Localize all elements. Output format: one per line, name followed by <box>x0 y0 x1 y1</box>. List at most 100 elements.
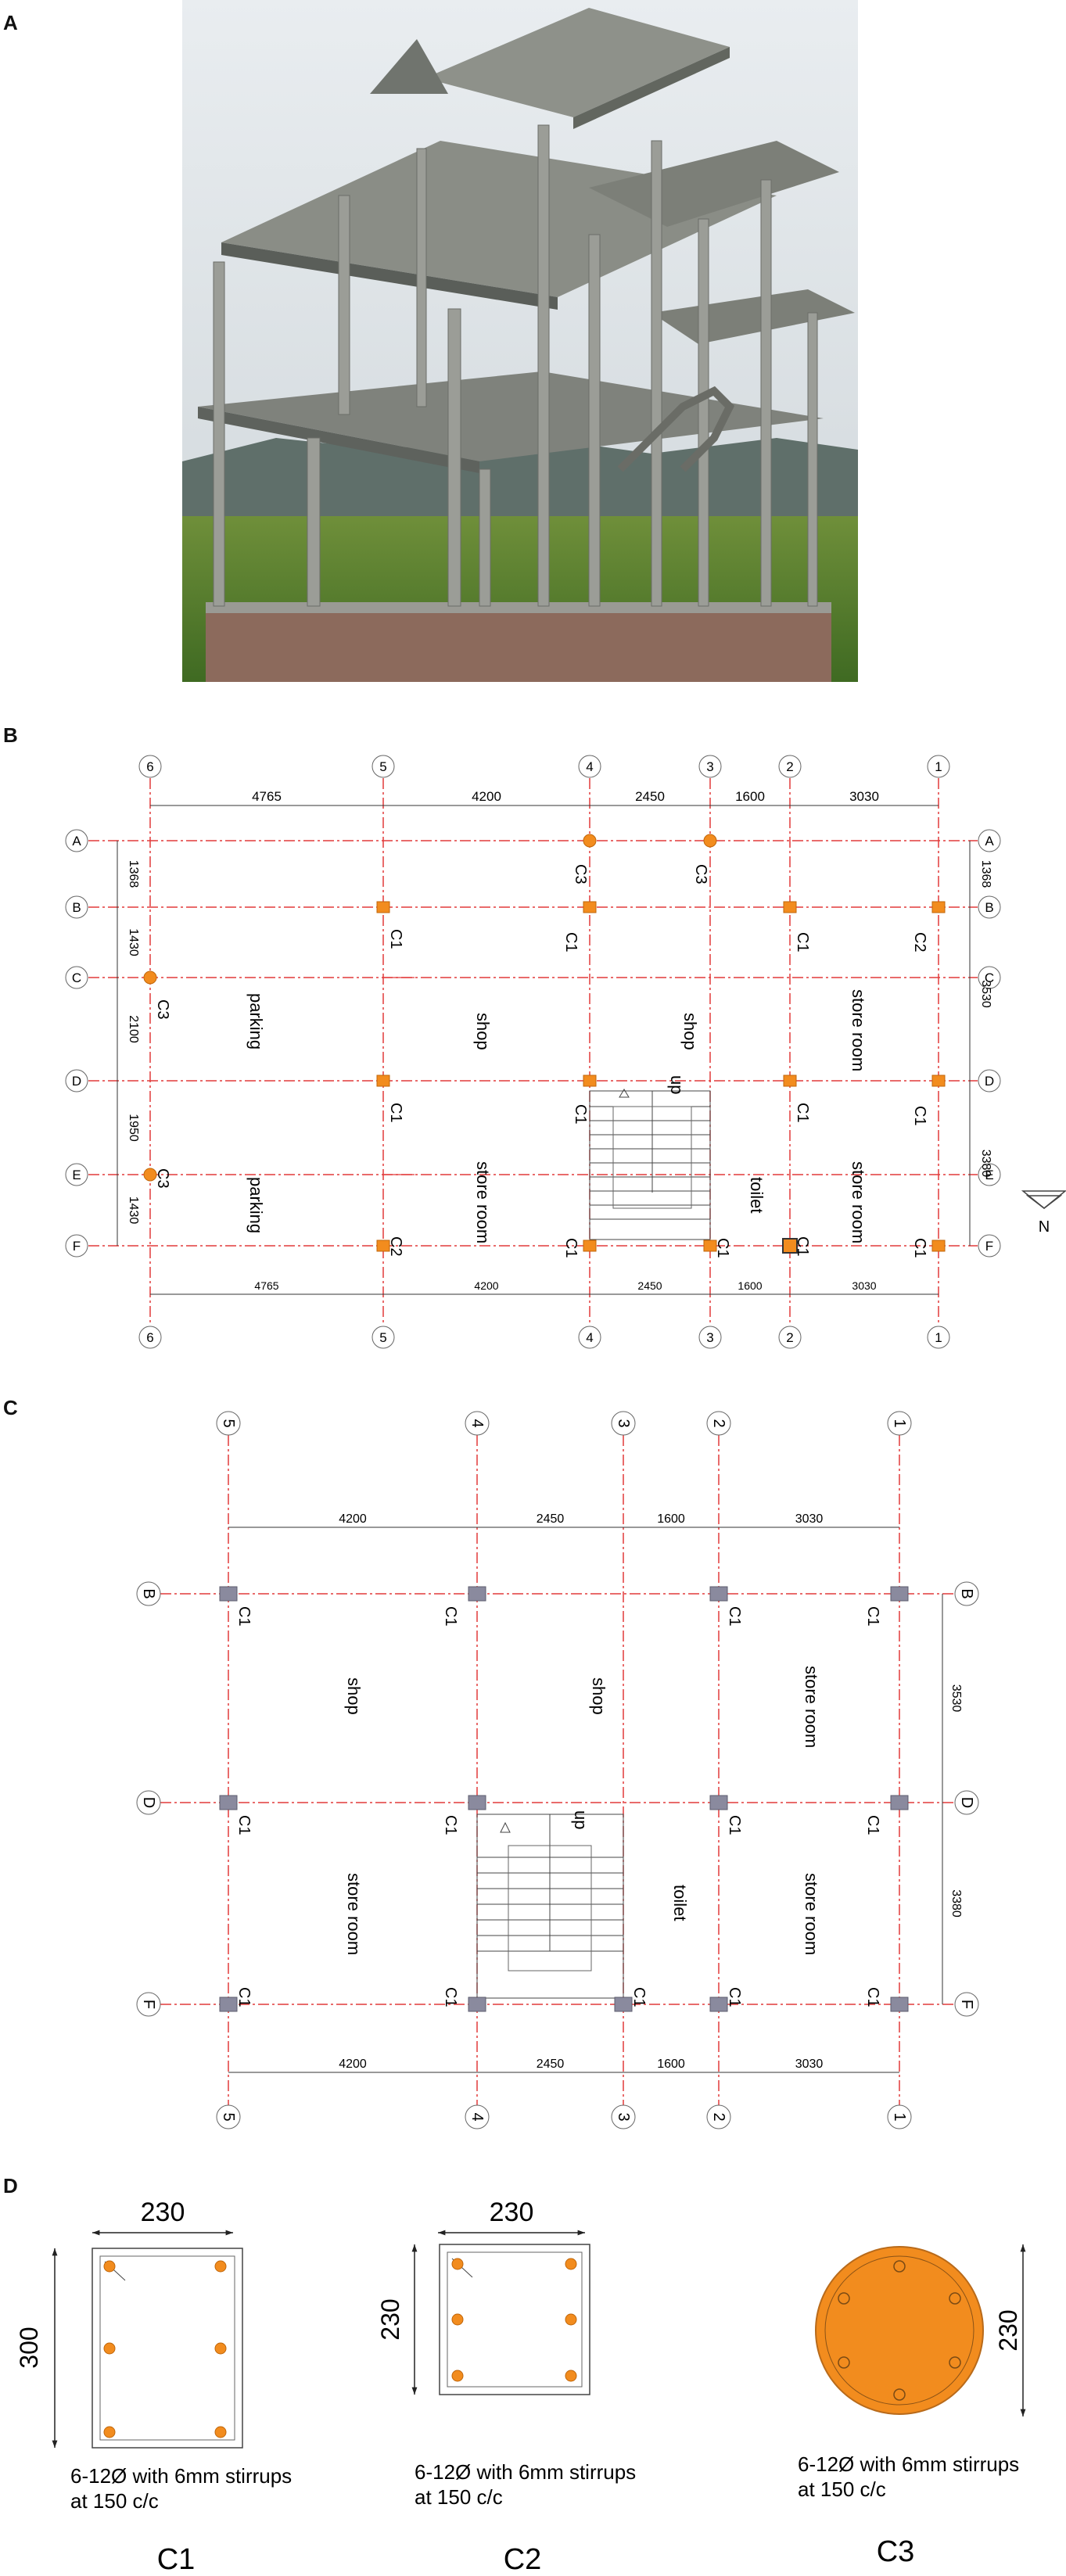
axis-bubble-left-B <box>65 895 88 919</box>
room-shop_2: shop <box>680 1013 700 1050</box>
axis-bubble-bottom-1 <box>927 1326 950 1349</box>
c2-width: 230 <box>490 2197 534 2227</box>
dim-bottom-1: 2450 <box>537 2058 565 2071</box>
column-b2 <box>783 901 797 913</box>
axis-label-right-D: D <box>985 1074 994 1089</box>
dim-top-2: 2450 <box>635 789 665 804</box>
c3-bar <box>838 2356 850 2369</box>
c1-note-2: at 150 c/c <box>70 2489 159 2513</box>
axis-label-right-F: F <box>958 2000 975 2009</box>
room-store_2: store room <box>473 1161 493 1243</box>
column-tag-b4: C1 <box>442 1606 459 1627</box>
dim-top-1: 2450 <box>537 1512 565 1526</box>
column-tag-c6: C3 <box>154 999 171 1020</box>
column-a3 <box>703 834 717 848</box>
axis-label-left-B: B <box>72 900 81 915</box>
c1-depth-arrow-head <box>52 2440 58 2448</box>
building-photo-drawing <box>182 0 858 682</box>
axis-bubble-left-E <box>65 1163 88 1186</box>
axis-label-right-F: F <box>985 1239 993 1254</box>
axis-bubble-top-5 <box>371 755 395 778</box>
axis-bubble-top-4 <box>578 755 601 778</box>
north-arrow-outer <box>1021 1190 1066 1209</box>
c2-depth-arrow-head <box>411 2387 418 2395</box>
axis-label-right-A: A <box>985 834 994 849</box>
axis-bubble-right-B <box>954 1581 979 1606</box>
c3-bar <box>949 2356 961 2369</box>
column-f1 <box>931 1240 946 1252</box>
axis-bubble-top-6 <box>138 755 162 778</box>
c1-width: 230 <box>141 2197 185 2227</box>
dim-left-3: 1950 <box>127 1114 140 1142</box>
room-shop_1: shop <box>473 1013 493 1050</box>
room-up: up <box>667 1075 687 1094</box>
c1-width-arrow-head <box>225 2230 233 2236</box>
dim-bottom-0: 4200 <box>339 2058 367 2071</box>
dim-top-1: 4200 <box>472 789 501 804</box>
axis-bubble-top-1 <box>887 1411 912 1436</box>
axis-label-left-C: C <box>72 970 81 985</box>
room-store_1: store room <box>849 989 868 1071</box>
column-d5 <box>219 1795 238 1810</box>
axis-label-top-4: 4 <box>468 1419 486 1427</box>
column-tag-f4: C1 <box>562 1238 580 1258</box>
column-f4 <box>583 1240 597 1252</box>
axis-label-bottom-3: 3 <box>615 2112 632 2121</box>
axis-bubble-left-F <box>65 1234 88 1258</box>
c1-name: C1 <box>157 2543 196 2576</box>
axis-bubble-right-B <box>978 895 1001 919</box>
axis-label-right-E: E <box>985 1168 993 1182</box>
column-c6 <box>143 970 157 985</box>
c2-note-1: 6-12Ø with 6mm stirrups <box>415 2460 636 2484</box>
axis-label-left-D: D <box>72 1074 81 1089</box>
axis-bubble-right-C <box>978 966 1001 989</box>
c1-note-1: 6-12Ø with 6mm stirrups <box>70 2464 292 2488</box>
axis-bubble-top-2 <box>706 1411 731 1436</box>
column-tag-f4: C1 <box>442 1987 459 2007</box>
c2-name: C2 <box>504 2543 542 2576</box>
column-b5 <box>219 1586 238 1602</box>
column-tag-d2: C1 <box>794 1103 811 1123</box>
axis-bubble-top-2 <box>778 755 802 778</box>
column-f4 <box>468 1997 486 2012</box>
c3-bar <box>838 2292 850 2305</box>
building-photo <box>182 0 858 682</box>
axis-label-right-B: B <box>985 900 993 915</box>
column-f5 <box>376 1240 390 1252</box>
axis-bubble-bottom-5 <box>371 1326 395 1349</box>
column-tag-d5: C1 <box>235 1815 253 1835</box>
axis-label-bottom-2: 2 <box>710 2112 727 2121</box>
room-store_3: store room <box>802 1873 821 1955</box>
column-f3 <box>703 1240 717 1252</box>
column-b4 <box>583 901 597 913</box>
dim-top-4: 3030 <box>849 789 879 804</box>
axis-bubble-top-1 <box>927 755 950 778</box>
column-b4 <box>468 1586 486 1602</box>
axis-bubble-bottom-2 <box>778 1326 802 1349</box>
room-parking_1: parking <box>246 993 266 1049</box>
column-f5 <box>219 1997 238 2012</box>
column-tag-b5: C1 <box>387 929 404 949</box>
column-d2 <box>709 1795 728 1810</box>
c2-bar <box>565 2258 577 2270</box>
axis-label-left-F: F <box>140 2000 157 2009</box>
axis-bubble-bottom-4 <box>578 1326 601 1349</box>
c1-bar <box>103 2260 116 2273</box>
c3-diameter-arrow-head <box>1020 2244 1026 2252</box>
axis-bubble-bottom-3 <box>698 1326 722 1349</box>
axis-bubble-left-C <box>65 966 88 989</box>
dim-left-0: 1368 <box>127 860 140 888</box>
stair-inner <box>508 1845 592 1971</box>
dim-right-1: 3530 <box>979 980 992 1008</box>
axis-label-bottom-1: 1 <box>935 1330 942 1345</box>
axis-bubble-bottom-3 <box>611 2104 636 2129</box>
c2-outline <box>439 2244 590 2395</box>
stair-arrow <box>500 1821 511 1833</box>
axis-bubble-left-F <box>136 1992 161 2017</box>
column-f2 <box>782 1238 798 1254</box>
axis-bubble-top-5 <box>216 1411 241 1436</box>
stair-outline <box>589 1090 711 1240</box>
c1-depth: 300 <box>15 2327 43 2368</box>
